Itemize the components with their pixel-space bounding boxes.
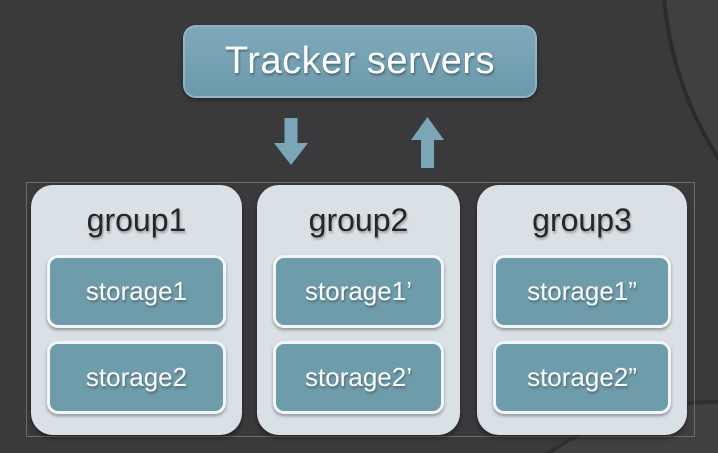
group-label: group3 bbox=[532, 202, 632, 238]
group-box-1[interactable]: group1 storage1 storage2 bbox=[31, 185, 242, 435]
group-label: group1 bbox=[86, 202, 187, 238]
group-box-3[interactable]: group3 storage1” storage2” bbox=[477, 185, 687, 435]
tracker-servers-box[interactable]: Tracker servers bbox=[183, 25, 537, 98]
groups-selection-frame bbox=[26, 182, 695, 437]
storage-box[interactable]: storage1 bbox=[47, 255, 226, 328]
storage-label: storage1’ bbox=[305, 276, 412, 306]
storage-box[interactable]: storage1’ bbox=[273, 255, 444, 328]
group-box-2[interactable]: group2 storage1’ storage2’ bbox=[257, 185, 460, 435]
storage-box[interactable]: storage2” bbox=[493, 341, 671, 414]
storage-label: storage2 bbox=[85, 362, 188, 392]
storage-box[interactable]: storage1” bbox=[493, 255, 671, 328]
up-arrow-icon[interactable] bbox=[411, 117, 444, 168]
storage-box[interactable]: storage2 bbox=[47, 341, 226, 414]
storage-label: storage1” bbox=[527, 276, 637, 306]
storage-label: storage2” bbox=[527, 362, 637, 392]
tracker-servers-label: Tracker servers bbox=[224, 40, 495, 82]
storage-label: storage2’ bbox=[305, 362, 412, 392]
storage-box[interactable]: storage2’ bbox=[273, 341, 444, 414]
group-label: group2 bbox=[308, 202, 409, 238]
down-arrow-icon[interactable] bbox=[274, 118, 308, 165]
storage-label: storage1 bbox=[85, 276, 188, 306]
